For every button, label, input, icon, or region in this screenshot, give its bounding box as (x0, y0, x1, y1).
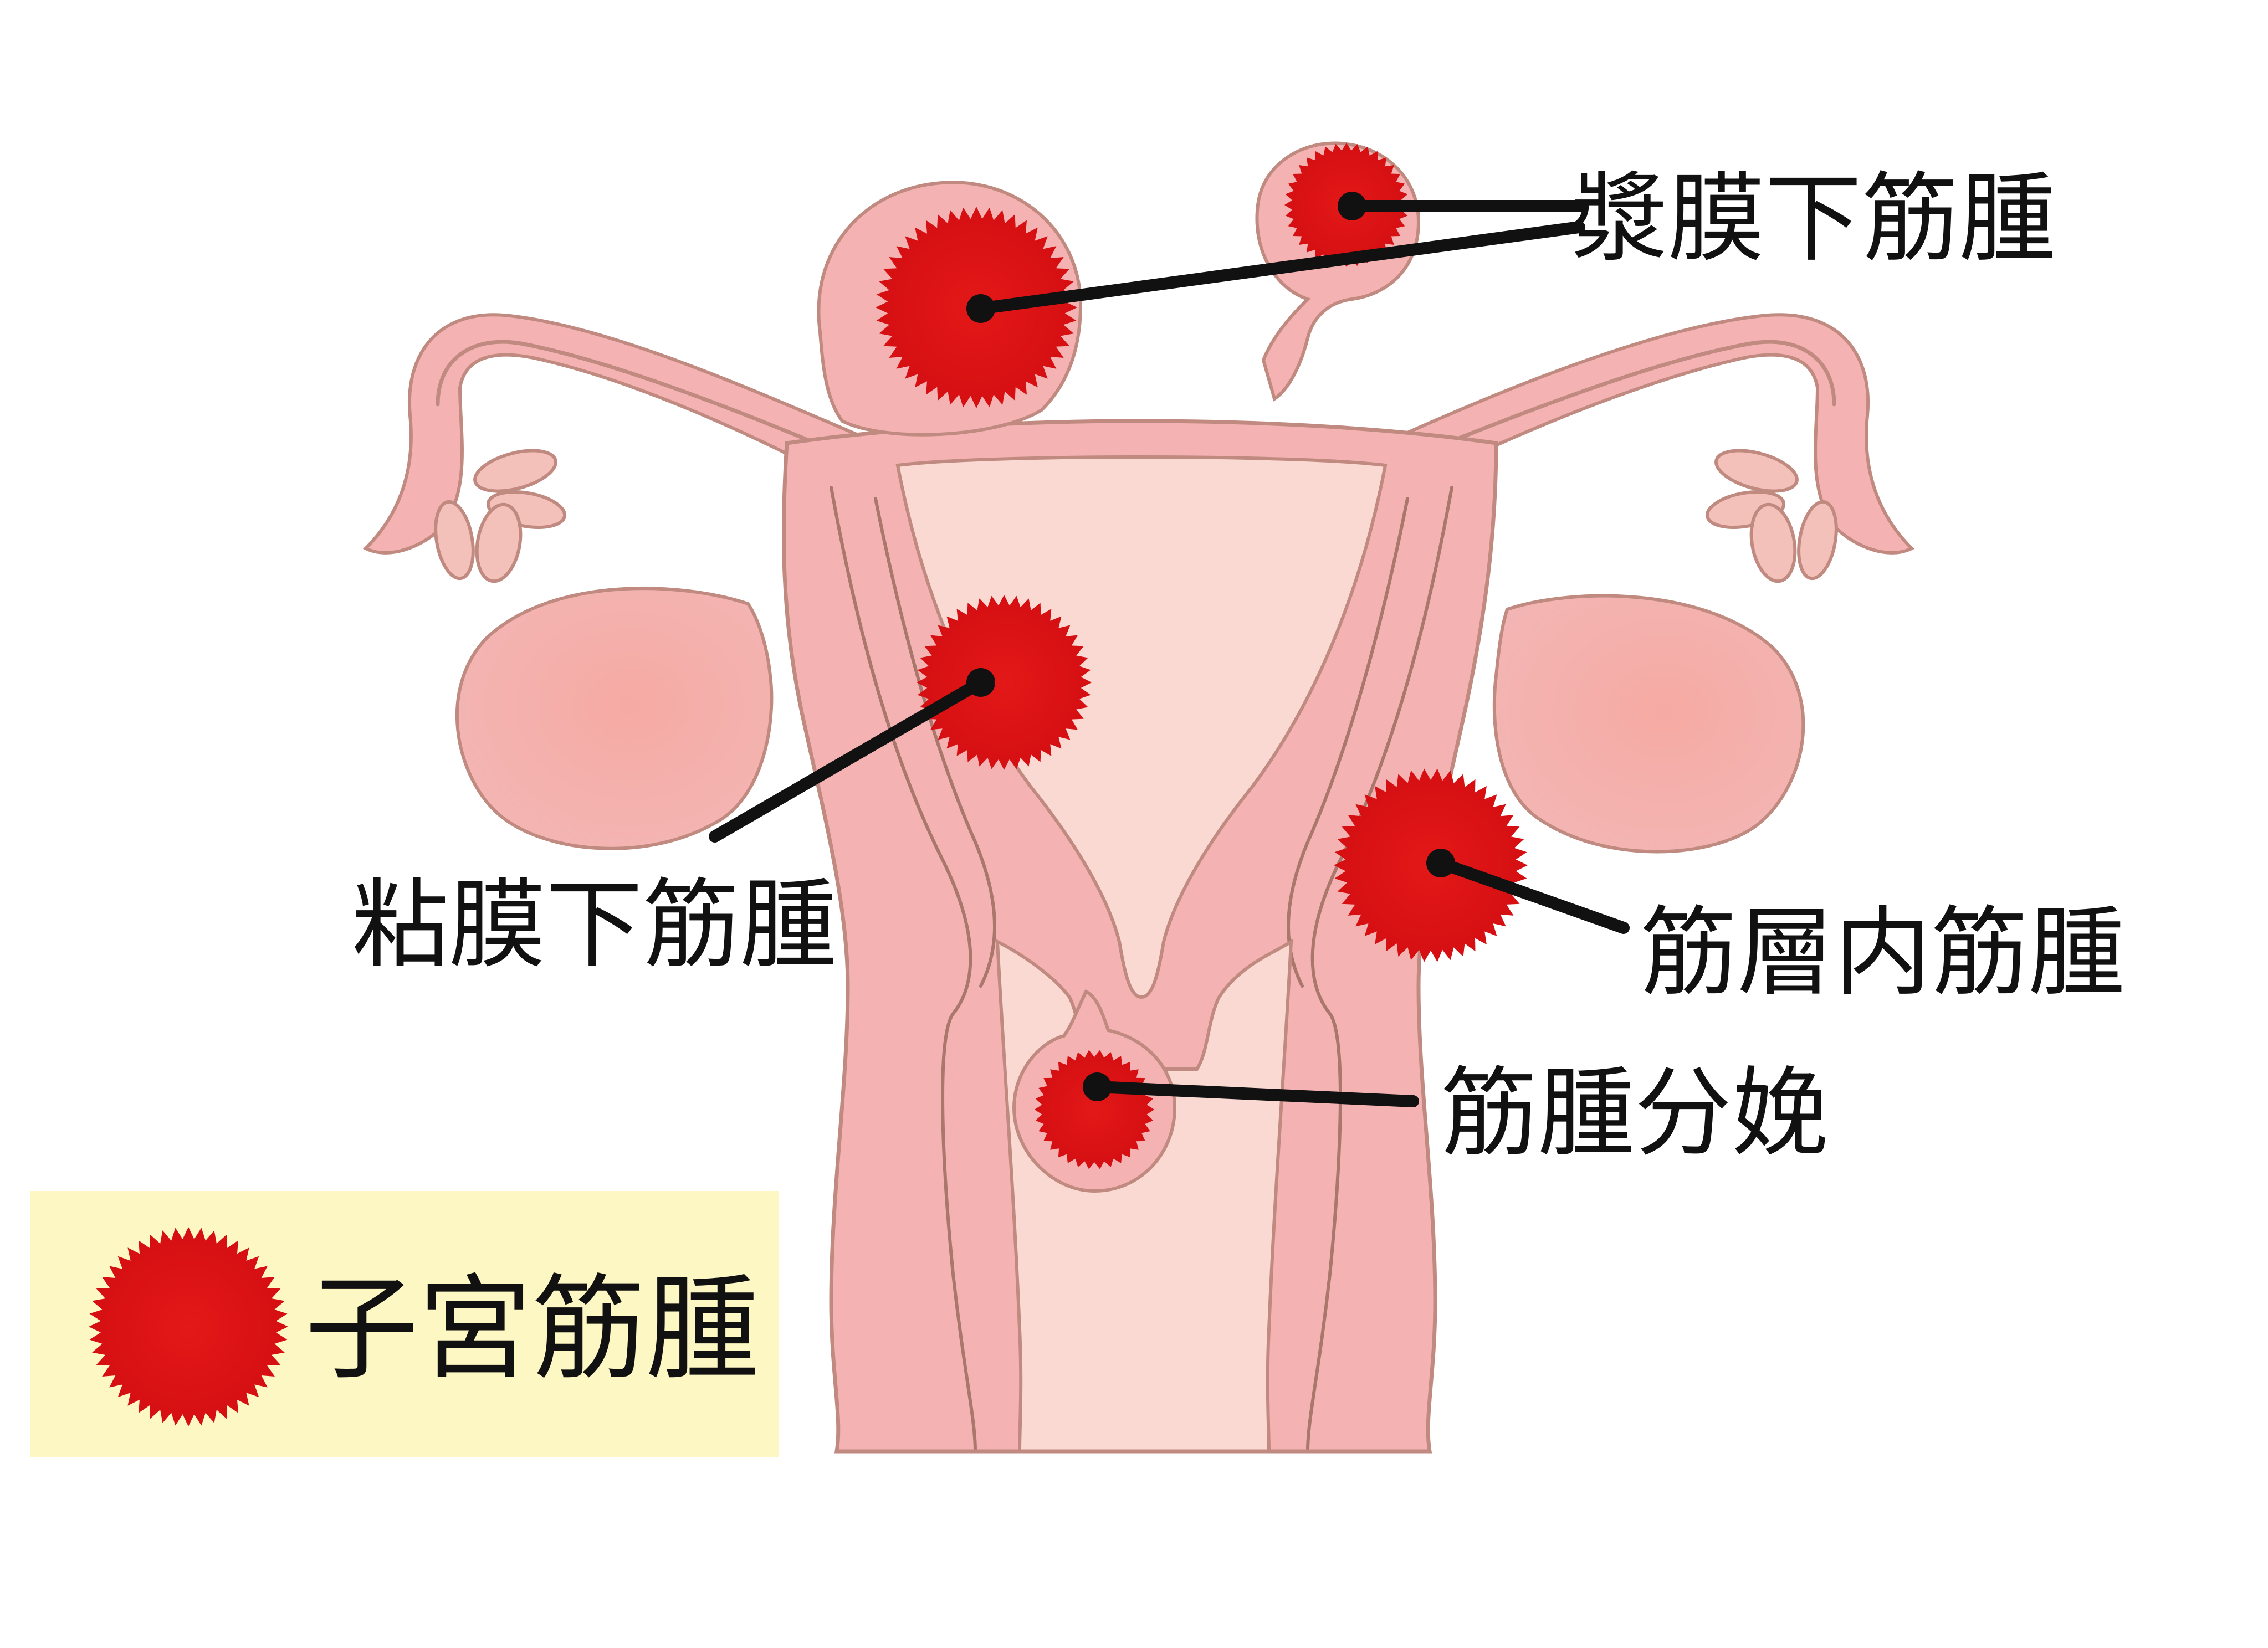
submucosal-pointer (709, 668, 995, 843)
legend: 子宮筋腫 (30, 1191, 779, 1457)
subserosal-pointers (966, 192, 1585, 323)
label-delivered: 筋腫分娩 (1441, 1057, 1829, 1170)
intramural-pointer (1426, 849, 1630, 934)
label-subserosal: 漿膜下筋腫 (1571, 163, 2056, 275)
right-fimbriae (1705, 449, 1838, 583)
legend-label: 子宮筋腫 (305, 1264, 759, 1395)
label-submucosal: 粘膜下筋腫 (352, 869, 837, 982)
left-fimbriae (434, 449, 567, 583)
right-fallopian-tube (1394, 313, 1915, 555)
label-intramural: 筋層内筋腫 (1640, 897, 2125, 1009)
uterine-cavity (895, 455, 1388, 999)
subserosal-fibroid-large (817, 181, 1083, 437)
left-ovary (455, 587, 774, 850)
left-fallopian-tube (362, 313, 867, 555)
submucosal-fibroid (917, 595, 1092, 770)
delivered-pointer (1083, 1072, 1419, 1107)
right-ovary (1492, 594, 1805, 854)
legend-fibroid-icon (89, 1227, 288, 1426)
uterus (362, 313, 1915, 1454)
